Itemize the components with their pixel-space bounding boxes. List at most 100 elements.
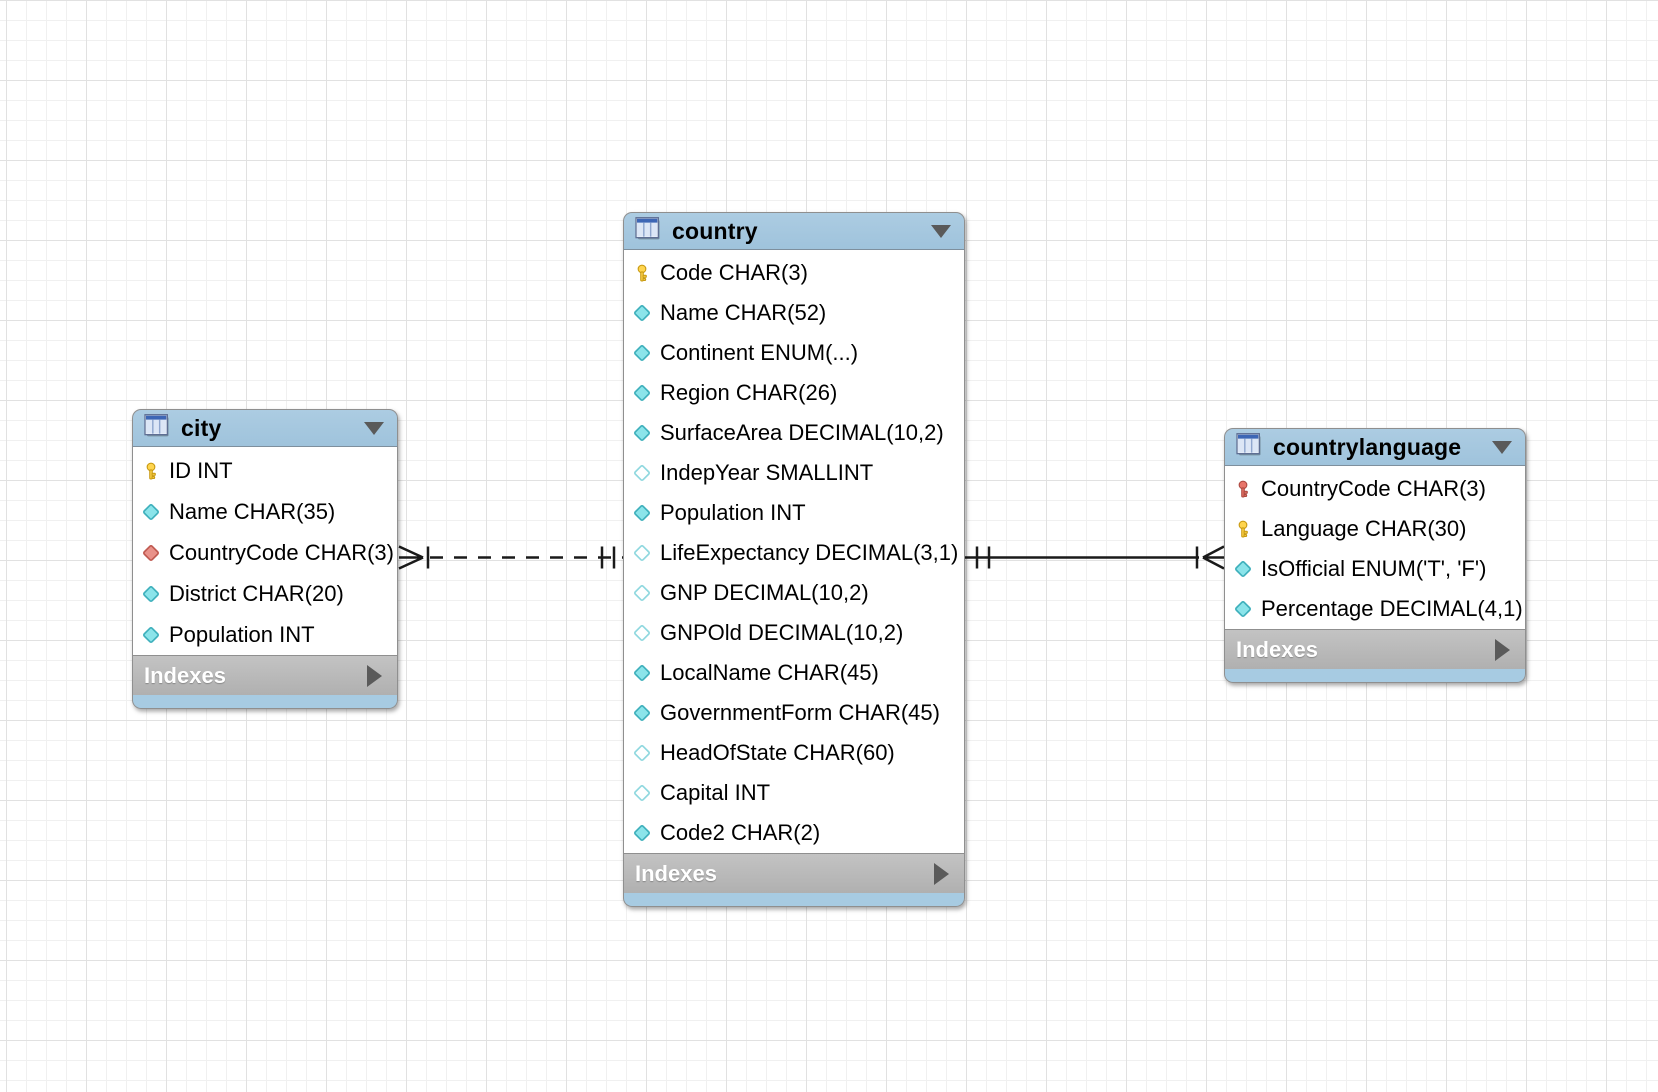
column-nullable-icon xyxy=(634,545,650,561)
column-row[interactable]: Region CHAR(26) xyxy=(624,373,964,413)
column-nullable-icon xyxy=(634,745,650,761)
indexes-bar[interactable]: Indexes xyxy=(132,655,398,695)
primary-key-icon xyxy=(637,264,647,282)
column-label: LifeExpectancy DECIMAL(3,1) xyxy=(660,540,959,565)
column-row[interactable]: ID INT xyxy=(133,450,397,491)
column-label: Language CHAR(30) xyxy=(1261,516,1467,541)
column-notnull-icon xyxy=(634,345,650,361)
column-label: ID INT xyxy=(169,457,233,483)
primary-foreign-key-icon xyxy=(1238,480,1248,498)
column-row[interactable]: Code2 CHAR(2) xyxy=(624,813,964,853)
column-notnull-icon xyxy=(634,505,650,521)
relationship-country-countrylanguage[interactable] xyxy=(965,545,1225,570)
column-nullable-icon xyxy=(634,465,650,481)
column-row[interactable]: LocalName CHAR(45) xyxy=(624,653,964,693)
column-row[interactable]: Continent ENUM(...) xyxy=(624,333,964,373)
column-notnull-icon xyxy=(1235,601,1251,617)
column-row[interactable]: Population INT xyxy=(624,493,964,533)
table-header[interactable]: city xyxy=(132,409,398,447)
column-row[interactable]: Capital INT xyxy=(624,773,964,813)
table-city[interactable]: city ID INT Name CHAR(35) CountryCode CH… xyxy=(132,409,398,709)
column-row[interactable]: Population INT xyxy=(133,614,397,655)
column-notnull-icon xyxy=(143,626,159,643)
table-footer xyxy=(623,893,965,907)
column-label: Capital INT xyxy=(660,780,771,805)
column-label: HeadOfState CHAR(60) xyxy=(660,740,895,765)
column-row[interactable]: Code CHAR(3) xyxy=(624,253,964,293)
column-notnull-icon xyxy=(143,503,159,520)
column-row[interactable]: HeadOfState CHAR(60) xyxy=(624,733,964,773)
column-notnull-icon xyxy=(634,825,650,841)
table-header[interactable]: countrylanguage xyxy=(1224,428,1526,466)
indexes-label: Indexes xyxy=(1236,636,1318,662)
column-label: Name CHAR(35) xyxy=(169,498,336,524)
column-row[interactable]: CountryCode CHAR(3) xyxy=(133,532,397,573)
column-row[interactable]: Language CHAR(30) xyxy=(1225,509,1525,549)
column-label: IndepYear SMALLINT xyxy=(660,460,874,485)
column-notnull-icon xyxy=(634,305,650,321)
table-title: countrylanguage xyxy=(1273,433,1462,460)
column-nullable-icon xyxy=(634,585,650,601)
table-icon xyxy=(1236,432,1263,462)
table-countrylanguage[interactable]: countrylanguage CountryCode CHAR(3) Lang… xyxy=(1224,428,1526,683)
column-notnull-icon xyxy=(634,705,650,721)
column-label: Population INT xyxy=(169,621,315,647)
table-footer xyxy=(1224,669,1526,683)
indexes-label: Indexes xyxy=(144,662,226,688)
crow-foot-many-icon xyxy=(1202,545,1225,570)
column-row[interactable]: GNP DECIMAL(10,2) xyxy=(624,573,964,613)
column-row[interactable]: GNPOld DECIMAL(10,2) xyxy=(624,613,964,653)
cardinality-one-mandatory-icon xyxy=(975,546,991,569)
table-footer xyxy=(132,695,398,709)
column-label: CountryCode CHAR(3) xyxy=(169,539,394,565)
table-header[interactable]: country xyxy=(623,212,965,250)
table-icon xyxy=(144,413,171,443)
indexes-bar[interactable]: Indexes xyxy=(1224,629,1526,669)
column-notnull-icon xyxy=(143,585,159,602)
column-row[interactable]: SurfaceArea DECIMAL(10,2) xyxy=(624,413,964,453)
column-nullable-icon xyxy=(634,625,650,641)
crow-foot-many-icon xyxy=(398,545,424,570)
table-title: country xyxy=(672,217,758,244)
column-label: SurfaceArea DECIMAL(10,2) xyxy=(660,420,944,445)
relationship-city-country[interactable] xyxy=(398,545,623,570)
column-label: Name CHAR(52) xyxy=(660,300,827,325)
column-label: Percentage DECIMAL(4,1) xyxy=(1261,596,1523,621)
primary-key-icon xyxy=(146,462,156,479)
collapse-arrow-icon[interactable] xyxy=(364,421,384,435)
column-row[interactable]: CountryCode CHAR(3) xyxy=(1225,469,1525,509)
column-row[interactable]: LifeExpectancy DECIMAL(3,1) xyxy=(624,533,964,573)
column-label: CountryCode CHAR(3) xyxy=(1261,476,1486,501)
column-label: IsOfficial ENUM('T', 'F') xyxy=(1261,556,1487,581)
expand-arrow-icon[interactable] xyxy=(367,664,382,687)
column-label: LocalName CHAR(45) xyxy=(660,660,879,685)
column-label: GNPOld DECIMAL(10,2) xyxy=(660,620,904,645)
columns-list: CountryCode CHAR(3) Language CHAR(30) Is… xyxy=(1224,466,1526,629)
indexes-label: Indexes xyxy=(635,860,717,886)
expand-arrow-icon[interactable] xyxy=(934,862,949,885)
table-country[interactable]: country Code CHAR(3) Name CHAR(52) Conti… xyxy=(623,212,965,907)
collapse-arrow-icon[interactable] xyxy=(1492,440,1512,454)
collapse-arrow-icon[interactable] xyxy=(931,224,951,238)
column-label: Code2 CHAR(2) xyxy=(660,820,821,845)
column-label: GNP DECIMAL(10,2) xyxy=(660,580,869,605)
indexes-bar[interactable]: Indexes xyxy=(623,853,965,893)
column-nullable-icon xyxy=(634,785,650,801)
column-row[interactable]: IsOfficial ENUM('T', 'F') xyxy=(1225,549,1525,589)
column-label: Population INT xyxy=(660,500,806,525)
column-label: Code CHAR(3) xyxy=(660,260,808,285)
column-row[interactable]: IndepYear SMALLINT xyxy=(624,453,964,493)
column-row[interactable]: Name CHAR(35) xyxy=(133,491,397,532)
table-title: city xyxy=(181,414,222,441)
column-row[interactable]: District CHAR(20) xyxy=(133,573,397,614)
column-label: Region CHAR(26) xyxy=(660,380,838,405)
column-label: District CHAR(20) xyxy=(169,580,344,606)
column-row[interactable]: Name CHAR(52) xyxy=(624,293,964,333)
columns-list: ID INT Name CHAR(35) CountryCode CHAR(3)… xyxy=(132,447,398,655)
columns-list: Code CHAR(3) Name CHAR(52) Continent ENU… xyxy=(623,250,965,853)
expand-arrow-icon[interactable] xyxy=(1495,638,1510,661)
column-row[interactable]: GovernmentForm CHAR(45) xyxy=(624,693,964,733)
column-label: Continent ENUM(...) xyxy=(660,340,859,365)
column-row[interactable]: Percentage DECIMAL(4,1) xyxy=(1225,589,1525,629)
primary-key-icon xyxy=(1238,520,1248,538)
